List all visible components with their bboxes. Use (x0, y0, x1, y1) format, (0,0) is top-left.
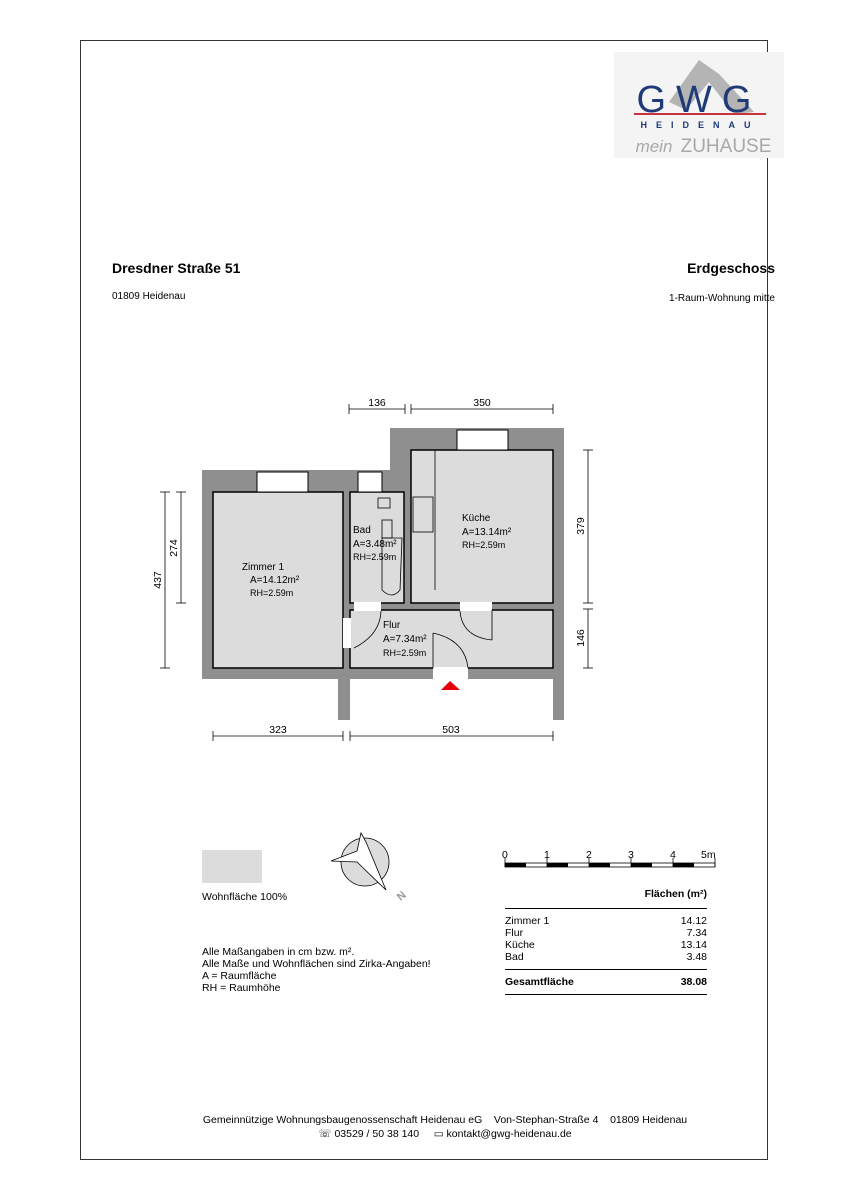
svg-text:Zimmer 1: Zimmer 1 (242, 562, 285, 573)
svg-text:323: 323 (269, 724, 287, 736)
svg-text:0: 0 (502, 849, 508, 861)
svg-text:3: 3 (628, 849, 634, 861)
svg-text:350: 350 (473, 397, 491, 409)
svg-text:HEIDENAU: HEIDENAU (640, 120, 759, 130)
svg-text:Bad: Bad (353, 525, 371, 536)
svg-text:RH=2.59m: RH=2.59m (383, 648, 426, 658)
svg-text:RH=2.59m: RH=2.59m (353, 552, 396, 562)
note: Alle Maßangaben in cm bzw. m². (202, 946, 355, 958)
living-area-swatch (202, 850, 262, 883)
svg-text:mein: mein (636, 137, 673, 156)
svg-text:146: 146 (575, 629, 587, 647)
svg-text:Küche: Küche (462, 513, 491, 524)
svg-text:RH=2.59m: RH=2.59m (462, 540, 505, 550)
svg-text:A=7.34m²: A=7.34m² (383, 634, 427, 645)
svg-text:1: 1 (544, 849, 550, 861)
svg-text:Flur: Flur (383, 620, 401, 631)
floor-title: Erdgeschoss (687, 260, 775, 276)
svg-text:ZUHAUSE: ZUHAUSE (681, 136, 772, 157)
footer-address: Gemeinnützige Wohnungsbaugenossenschaft … (202, 1114, 688, 1126)
svg-text:A=3.48m²: A=3.48m² (353, 539, 397, 550)
phone-icon: ☏ (318, 1128, 332, 1140)
email-link[interactable]: kontakt@gwg-heidenau.de (446, 1128, 572, 1140)
address-title: Dresdner Straße 51 (112, 260, 241, 276)
svg-text:5m: 5m (701, 849, 716, 861)
svg-text:379: 379 (575, 517, 587, 535)
room-flur (349, 609, 554, 669)
svg-text:2: 2 (586, 849, 592, 861)
svg-text:274: 274 (168, 539, 180, 557)
room-zimmer (212, 491, 344, 669)
room-bad (349, 491, 405, 604)
computer-icon: ▭ (433, 1128, 444, 1140)
note: Alle Maße und Wohnflächen sind Zirka-Ang… (202, 958, 431, 970)
svg-text:437: 437 (152, 571, 164, 589)
svg-text:A=13.14m²: A=13.14m² (462, 527, 512, 538)
svg-text:4: 4 (670, 849, 676, 861)
dimension-lines (160, 404, 593, 741)
svg-text:136: 136 (368, 397, 386, 409)
svg-text:N: N (395, 889, 409, 903)
note: RH = Raumhöhe (202, 982, 281, 994)
unit-label: 1-Raum-Wohnung mitte (669, 293, 775, 304)
note: A = Raumfläche (202, 970, 277, 982)
page-border (80, 40, 768, 1160)
notes: Alle Maßangaben in cm bzw. m². Alle Maße… (202, 946, 431, 994)
entrance-arrow (441, 681, 460, 690)
swatch-label: Wohnfläche 100% (202, 891, 288, 903)
window-bad (357, 471, 383, 493)
north-compass-icon: N (330, 831, 409, 903)
area-table-header: Flächen (m²) (505, 888, 707, 909)
svg-text:503: 503 (442, 724, 460, 736)
scale-bar: 0 1 2 3 4 5m (502, 849, 716, 868)
window-zimmer (256, 471, 309, 493)
svg-text:A=14.12m²: A=14.12m² (250, 575, 300, 586)
gwg-logo: GWG HEIDENAU mein ZUHAUSE (614, 52, 784, 158)
svg-text:RH=2.59m: RH=2.59m (250, 588, 293, 598)
city-label: 01809 Heidenau (112, 291, 186, 302)
footer-contact: ☏ 03529 / 50 38 140 ▭ kontakt@gwg-heiden… (318, 1128, 572, 1140)
window-kueche (456, 429, 509, 451)
